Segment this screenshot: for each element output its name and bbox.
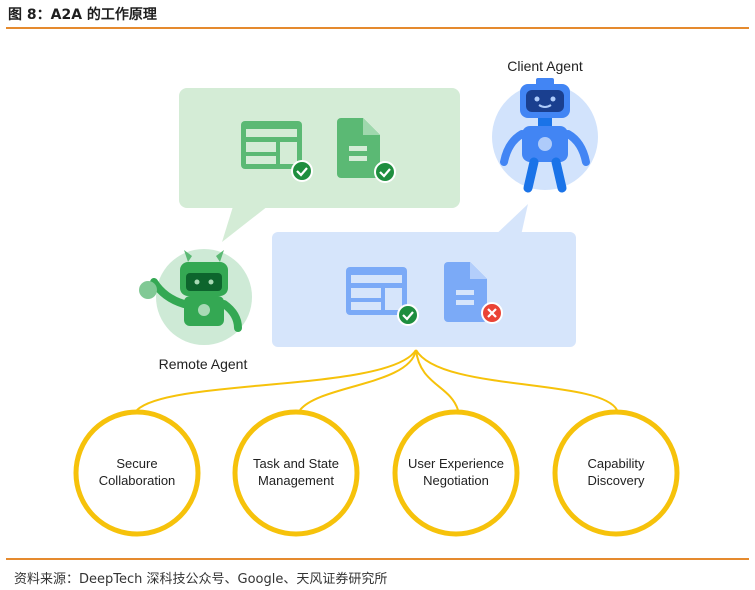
- client-agent-avatar: [492, 78, 598, 193]
- document-icon: [337, 118, 380, 178]
- remote-agent-avatar: [139, 249, 252, 345]
- capability-label-line1: Task and State: [253, 456, 339, 471]
- client-message-bubble: [272, 204, 576, 347]
- bottom-rule: [6, 558, 749, 560]
- cross-icon: [481, 302, 503, 324]
- check-icon: [291, 160, 313, 182]
- capability-capability-discovery: Capability Discovery: [552, 409, 680, 537]
- remote-agent-label: Remote Agent: [159, 356, 248, 372]
- source-note: 资料来源：DeepTech 深科技公众号、Google、天风证券研究所: [14, 572, 388, 587]
- layout-icon: [346, 267, 407, 315]
- capability-label-line2: Collaboration: [99, 473, 176, 488]
- capability-label-line2: Discovery: [587, 473, 645, 488]
- document-icon: [444, 262, 487, 322]
- remote-message-bubble: [179, 88, 460, 242]
- connector-lines: [136, 349, 618, 411]
- capability-task-state-management: Task and State Management: [232, 409, 360, 537]
- client-agent-label: Client Agent: [507, 58, 583, 74]
- top-rule: [6, 27, 749, 29]
- capability-secure-collaboration: Secure Collaboration: [73, 409, 201, 537]
- capability-label-line1: Secure: [116, 456, 157, 471]
- figure-title: 图 8：A2A 的工作原理: [8, 7, 157, 23]
- layout-icon: [241, 121, 302, 169]
- capability-user-experience-negotiation: User Experience Negotiation: [392, 409, 520, 537]
- check-icon: [397, 304, 419, 326]
- capability-label-line2: Management: [258, 473, 334, 488]
- check-icon: [374, 161, 396, 183]
- capability-label-line2: Negotiation: [423, 473, 489, 488]
- capability-label-line1: User Experience: [408, 456, 504, 471]
- capability-label-line1: Capability: [587, 456, 645, 471]
